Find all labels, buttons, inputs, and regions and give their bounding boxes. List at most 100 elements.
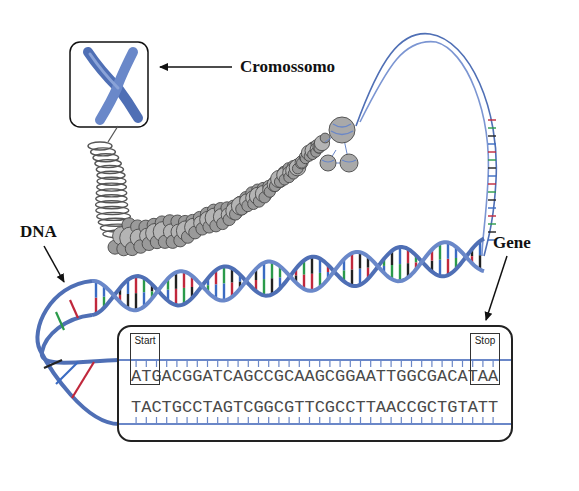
backbone-tick (217, 360, 218, 367)
base-pair (488, 143, 496, 144)
backbone-tick (329, 417, 330, 424)
base-pair (488, 119, 496, 120)
backbone-tick (289, 360, 290, 367)
base-pair (223, 267, 225, 284)
base-pair (399, 247, 401, 264)
backbone-tick (482, 417, 483, 424)
strand (92, 239, 484, 315)
base-pair (223, 284, 225, 301)
base-pair (488, 175, 496, 176)
dna-sequence: ATGACGGATCAGCCGCAAGCGGAATTGGCGACATAA (131, 367, 498, 387)
backbone-tick (187, 417, 188, 424)
backbone-tick (289, 417, 290, 424)
base-pair (488, 199, 496, 200)
backbone-tick (380, 417, 381, 424)
backbone-tick (391, 417, 392, 424)
thin-strand (360, 42, 488, 256)
base-pair (135, 293, 137, 310)
backbone-tick (411, 360, 412, 367)
backbone-tick (391, 360, 392, 367)
base-pair (135, 276, 137, 293)
base-pair (359, 252, 361, 268)
dna-sequence: TACTGCCTAGTCGGCGTTCGCCTTAACCGCTGTATT (131, 398, 498, 418)
backbone-tick (136, 360, 137, 367)
backbone-tick (442, 417, 443, 424)
backbone-tick (411, 417, 412, 424)
backbone-tick (472, 360, 473, 367)
backbone-tick (472, 417, 473, 424)
chromosome-symbol (88, 52, 138, 120)
base-pair (56, 312, 64, 330)
base-pair (44, 360, 62, 368)
base-pair (271, 262, 273, 278)
helix-loop (37, 281, 119, 424)
double-helix (92, 239, 484, 315)
base-pair (488, 151, 496, 152)
backbone-tick (248, 360, 249, 367)
thin-helix (356, 34, 496, 256)
backbone-tick (227, 417, 228, 424)
base-pair (488, 215, 496, 216)
fiber-link (108, 126, 118, 142)
backbone-tick (278, 417, 279, 424)
part-label: Cromossomo (240, 57, 335, 77)
backbone-tick (370, 417, 371, 424)
backbone-tick (156, 360, 157, 367)
backbone-tick (340, 360, 341, 367)
backbone-tick (462, 360, 463, 367)
backbone-tick (452, 360, 453, 367)
base-pair (488, 159, 496, 160)
base-pair (439, 260, 441, 276)
base-pair (447, 243, 449, 259)
backbone-tick (340, 417, 341, 424)
thin-strand (356, 34, 496, 256)
base-pair (488, 207, 496, 208)
backbone-tick (217, 417, 218, 424)
backbone-tick (452, 417, 453, 424)
backbone-tick (431, 360, 432, 367)
base-pair (70, 300, 78, 318)
backbone-tick (187, 360, 188, 367)
backbone-tick (156, 417, 157, 424)
backbone-tick (278, 360, 279, 367)
backbone-tick (207, 417, 208, 424)
backbone-tick (299, 417, 300, 424)
backbone-tick (319, 417, 320, 424)
backbone-tick (136, 417, 137, 424)
base-pair (263, 279, 265, 295)
backbone-tick (329, 360, 330, 367)
leader-arrow (44, 246, 64, 282)
backbone-tick (370, 360, 371, 367)
backbone-tick (166, 417, 167, 424)
strand (92, 242, 484, 310)
backbone-tick (227, 360, 228, 367)
base-pair (95, 281, 97, 297)
backbone-tick (360, 360, 361, 367)
base-pair (488, 167, 496, 168)
backbone-tick (238, 360, 239, 367)
nucleosome-beads (320, 117, 358, 172)
backbone-tick (299, 360, 300, 367)
base-pair (488, 223, 496, 224)
backbone-tick (401, 360, 402, 367)
codon-tag: Start (131, 335, 159, 347)
base-pair (311, 274, 313, 291)
backbone-tick (166, 360, 167, 367)
base-pair (175, 289, 177, 305)
leader-arrow (160, 66, 232, 68)
base-pair (72, 362, 94, 398)
backbone-tick (309, 360, 310, 367)
backbone-tick (380, 360, 381, 367)
backbone-tick (350, 360, 351, 367)
backbone-tick (258, 360, 259, 367)
backbone-tick (248, 417, 249, 424)
backbone-tick (431, 417, 432, 424)
backbone-tick (319, 360, 320, 367)
base-pair (488, 135, 496, 136)
chromosome-frame (70, 42, 148, 127)
leader-arrow (486, 256, 507, 320)
base-pairs (44, 300, 94, 398)
backbone-tick (197, 360, 198, 367)
base-pair (488, 231, 496, 232)
